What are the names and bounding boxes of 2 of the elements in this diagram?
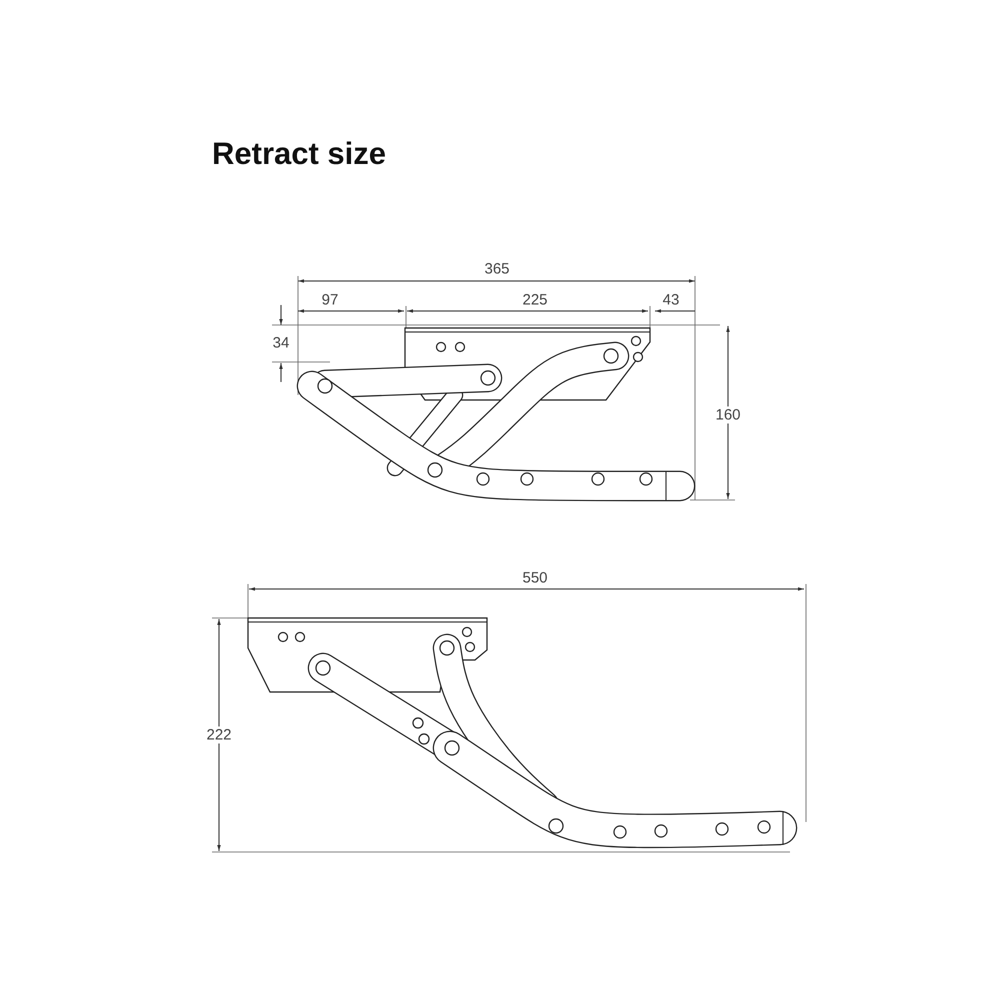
dimension-label: 222 — [204, 726, 234, 744]
title: Retract size — [212, 136, 386, 172]
